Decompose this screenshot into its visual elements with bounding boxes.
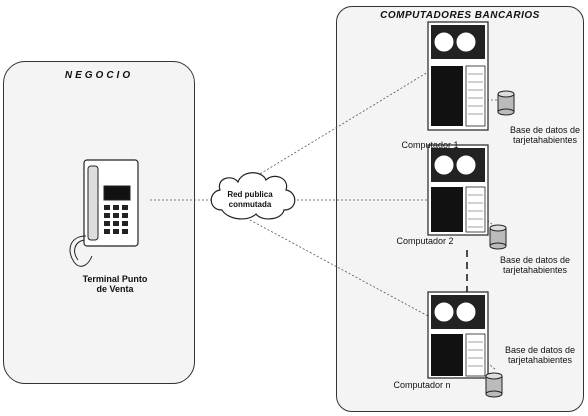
network-to-computer-1-line bbox=[250, 72, 428, 180]
database-n-label-line2: tarjetahabientes bbox=[500, 355, 580, 365]
database-1-label: Base de datos de tarjetahabientes bbox=[505, 125, 585, 145]
database-1-label-line1: Base de datos de bbox=[505, 125, 585, 135]
computer-2-label: Computador 2 bbox=[385, 236, 465, 246]
computer-n-label: Computador n bbox=[382, 380, 462, 390]
computer-n-icon bbox=[428, 292, 488, 378]
database-2-label-line2: tarjetahabientes bbox=[495, 265, 575, 275]
database-n-label: Base de datos de tarjetahabientes bbox=[500, 345, 580, 365]
network-label-line1: Red publica bbox=[214, 190, 286, 200]
computer-1-icon bbox=[428, 22, 488, 130]
terminal-label: Terminal Punto de Venta bbox=[60, 274, 170, 294]
network-to-computer-n-line bbox=[250, 220, 428, 316]
database-1-icon bbox=[498, 91, 514, 115]
network-label-line2: conmutada bbox=[214, 200, 286, 210]
database-n-icon bbox=[486, 373, 502, 397]
database-1-label-line2: tarjetahabientes bbox=[505, 135, 585, 145]
database-n-label-line1: Base de datos de bbox=[500, 345, 580, 355]
database-2-icon bbox=[490, 225, 506, 249]
computer-2-icon bbox=[428, 145, 488, 235]
network-label: Red publica conmutada bbox=[214, 190, 286, 210]
database-2-label-line1: Base de datos de bbox=[495, 255, 575, 265]
pos-terminal-icon bbox=[70, 160, 138, 266]
database-2-label: Base de datos de tarjetahabientes bbox=[495, 255, 575, 275]
terminal-label-line2: de Venta bbox=[60, 284, 170, 294]
computer-1-label: Computador 1 bbox=[390, 140, 470, 150]
terminal-label-line1: Terminal Punto bbox=[60, 274, 170, 284]
